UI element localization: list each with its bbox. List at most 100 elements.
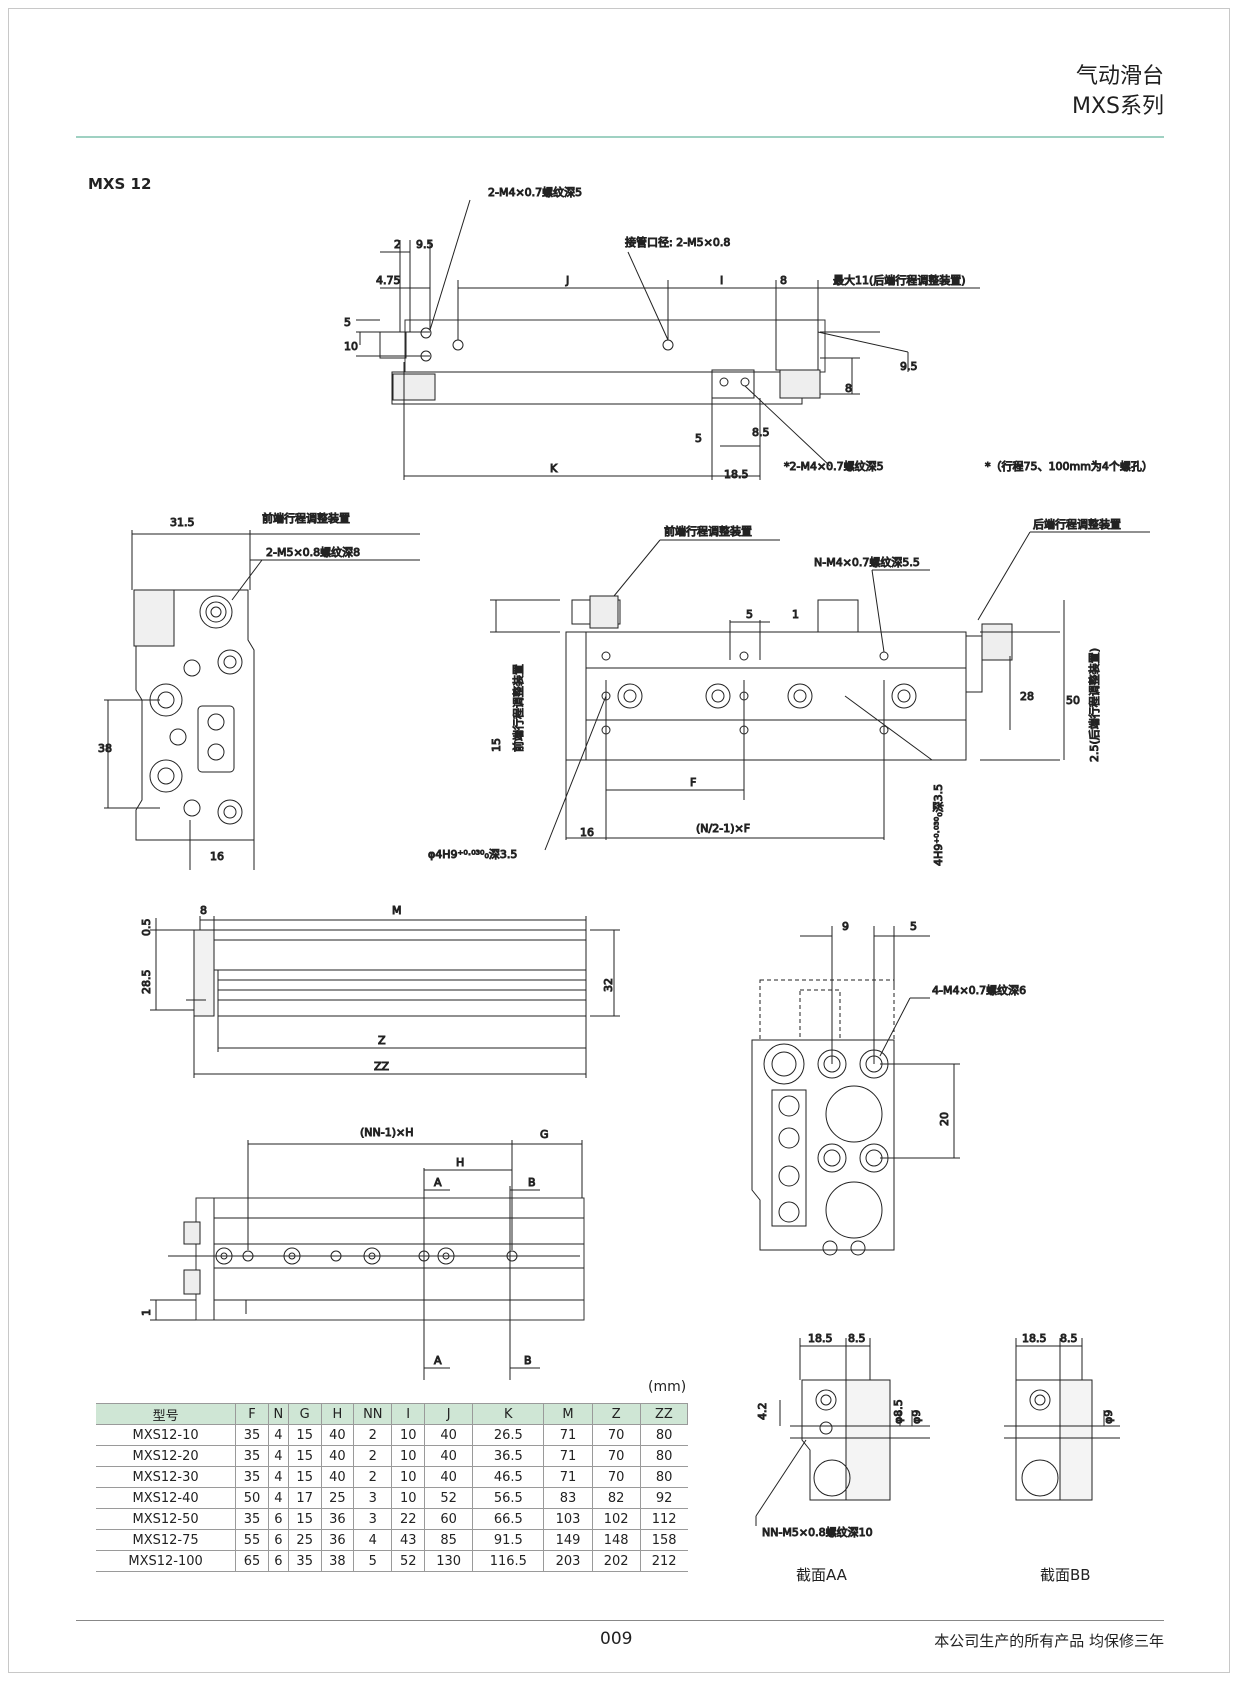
table-cell: 2 (353, 1466, 392, 1488)
table-cell: 25 (320, 1487, 354, 1509)
note-port: 接管口径: 2-M5×0.8 (625, 235, 730, 249)
table-cell: 50 (235, 1487, 269, 1509)
table-cell: 5 (353, 1550, 392, 1572)
section-aa-dim-phi9: φ9 (910, 1410, 923, 1424)
dim-I: I (720, 274, 723, 287)
table-cell-model: MXS12-10 (96, 1424, 236, 1446)
note-rear-adj: 后端行程调整装置 (1033, 517, 1121, 531)
table-cell: 2 (353, 1424, 392, 1446)
dim-ZZ: ZZ (374, 1060, 390, 1073)
col-F: F (235, 1403, 269, 1425)
table-cell: 70 (591, 1445, 641, 1467)
table-cell: 80 (639, 1445, 688, 1467)
dim-50: 50 (1066, 694, 1080, 707)
section-bb-dim-8-5: 8.5 (1060, 1332, 1078, 1345)
table-cell: 35 (235, 1466, 269, 1488)
footer-rule (76, 1620, 1164, 1621)
model-label: MXS 12 (88, 175, 152, 193)
section-bb (1004, 1338, 1120, 1501)
note-front-adj: 前端行程调整装置 (262, 511, 350, 525)
table-cell: 10 (391, 1487, 425, 1509)
table-cell: 40 (320, 1466, 354, 1488)
unit-label: (mm) (648, 1379, 687, 1395)
table-cell: 65 (235, 1550, 269, 1572)
col-K: K (472, 1403, 545, 1425)
table-cell: 83 (543, 1487, 593, 1509)
section-aa (755, 1338, 930, 1526)
table-cell: 116.5 (472, 1550, 544, 1572)
section-aa-dim-18-5: 18.5 (808, 1332, 833, 1345)
dim-5-d: 5 (910, 920, 917, 933)
table-cell: 4 (267, 1445, 289, 1467)
dim-5-b: 5 (695, 432, 702, 445)
table-cell: 212 (639, 1550, 688, 1572)
table-cell: 158 (639, 1529, 688, 1551)
table-cell: 102 (591, 1508, 641, 1530)
note-nm4-tap: N-M4×0.7螺纹深5.5 (814, 555, 920, 569)
dim-1-b: 1 (140, 1309, 153, 1316)
table-cell: 71 (543, 1445, 593, 1467)
table-cell: 10 (391, 1445, 425, 1467)
table-cell: 56.5 (472, 1487, 544, 1509)
table-cell: 6 (267, 1550, 289, 1572)
section-aa-dim-8-5: 8.5 (848, 1332, 866, 1345)
dim-Z: Z (378, 1034, 386, 1047)
header-rule (76, 136, 1164, 138)
table-cell: 36 (320, 1529, 354, 1551)
table-cell: 2 (353, 1445, 392, 1467)
dim-8: 8 (780, 274, 787, 287)
dim-0-5: 0.5 (140, 919, 153, 937)
header-title: 气动滑台 (1075, 64, 1164, 89)
dim-J: J (565, 274, 569, 287)
note-nnh: (NN-1)×H (360, 1126, 414, 1139)
table-cell: 35 (235, 1445, 269, 1467)
section-aa-dim-4-2: 4.2 (756, 1403, 769, 1421)
table-cell: 71 (543, 1424, 593, 1446)
dim-A-bottom: A (434, 1354, 442, 1367)
table-cell: 80 (639, 1424, 688, 1446)
table-cell: 80 (639, 1466, 688, 1488)
dim-A-top: A (434, 1176, 442, 1189)
table-cell: 203 (543, 1550, 593, 1572)
dim-B-top: B (528, 1176, 536, 1189)
footer-warranty: 本公司生产的所有产品 均保修三年 (934, 1632, 1164, 1650)
table-cell: 26.5 (472, 1424, 544, 1446)
note-pin-hole-vertical: 4H9⁺⁰·⁰³⁰₀深3.5 (932, 784, 945, 866)
caption-section-bb: 截面BB (1040, 1566, 1091, 1584)
table-cell: 4 (267, 1466, 289, 1488)
table-cell: 70 (591, 1466, 641, 1488)
table-cell: 35 (235, 1424, 269, 1446)
col-I: I (391, 1403, 426, 1425)
table-cell: 40 (424, 1466, 473, 1488)
note-top-tap: 2-M4×0.7螺纹深5 (488, 185, 582, 199)
dim-15: 15 (490, 738, 503, 752)
table-cell: 40 (424, 1424, 473, 1446)
note-max11: 最大11(后端行程调整装置) (833, 273, 966, 287)
dim-16-b: 16 (580, 826, 594, 839)
dim-5-c: 5 (746, 608, 753, 621)
table-cell: 40 (320, 1445, 354, 1467)
front-view (150, 916, 620, 1078)
table-cell: 4 (267, 1487, 289, 1509)
dim-5: 5 (344, 316, 351, 329)
table-cell: 10 (391, 1466, 425, 1488)
caption-section-aa: 截面AA (796, 1566, 847, 1584)
table-cell: 15 (287, 1508, 322, 1530)
dim-38: 38 (98, 742, 112, 755)
col-NN: NN (353, 1403, 393, 1425)
table-cell: 46.5 (472, 1466, 544, 1488)
table-cell: 130 (424, 1550, 473, 1572)
dim-2: 2 (394, 238, 401, 251)
table-cell: 91.5 (472, 1529, 544, 1551)
table-cell: 55 (235, 1529, 269, 1551)
page-border (8, 8, 1230, 1673)
end-view-left (104, 530, 420, 870)
col-ZZ: ZZ (639, 1403, 689, 1425)
table-cell: 66.5 (472, 1508, 544, 1530)
page-header: 气动滑台 MXS系列 (1072, 62, 1164, 122)
table-cell: 52 (424, 1487, 473, 1509)
dim-28-5: 28.5 (140, 970, 153, 995)
